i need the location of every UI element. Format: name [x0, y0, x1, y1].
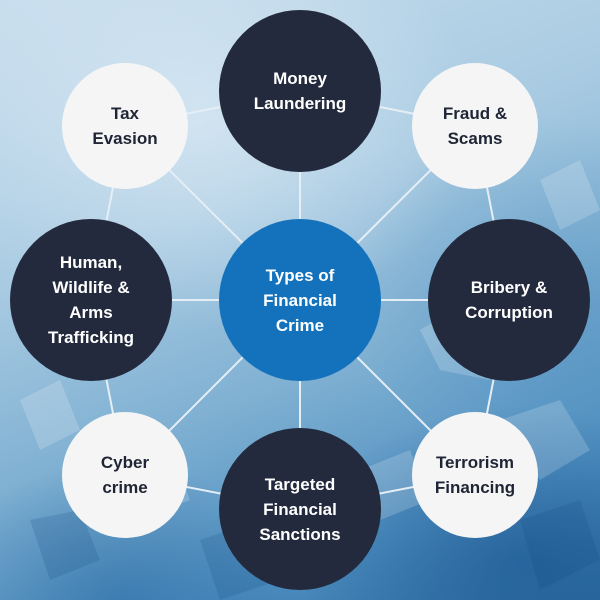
- node-cyber-crime: Cyber crime: [62, 412, 188, 538]
- node-money-laundering: Money Laundering: [219, 10, 381, 172]
- node-fraud-scams: Fraud & Scams: [412, 63, 538, 189]
- node-label: Human, Wildlife & Arms Trafficking: [48, 253, 134, 347]
- node-label: Fraud & Scams: [442, 104, 508, 148]
- node-label: Bribery & Corruption: [465, 278, 553, 322]
- node-label: Money Laundering: [253, 69, 347, 113]
- center-node-label: Types of Financial Crime: [263, 265, 337, 335]
- node-targeted-financial-sanctions: Targeted Financial Sanctions: [219, 428, 381, 590]
- node-label: Cyber crime: [100, 453, 150, 497]
- node-bribery-corruption: Bribery & Corruption: [428, 219, 590, 381]
- center-node-types-of-financial-crime: Types of Financial Crime: [219, 219, 381, 381]
- node-label: Terrorism Financing: [434, 453, 516, 497]
- node-tax-evasion: Tax Evasion: [62, 63, 188, 189]
- node-human-wildlife-arms-trafficking: Human, Wildlife & Arms Trafficking: [10, 219, 172, 381]
- node-label: Tax Evasion: [92, 104, 158, 148]
- node-label: Targeted Financial Sanctions: [259, 474, 341, 544]
- node-terrorism-financing: Terrorism Financing: [412, 412, 538, 538]
